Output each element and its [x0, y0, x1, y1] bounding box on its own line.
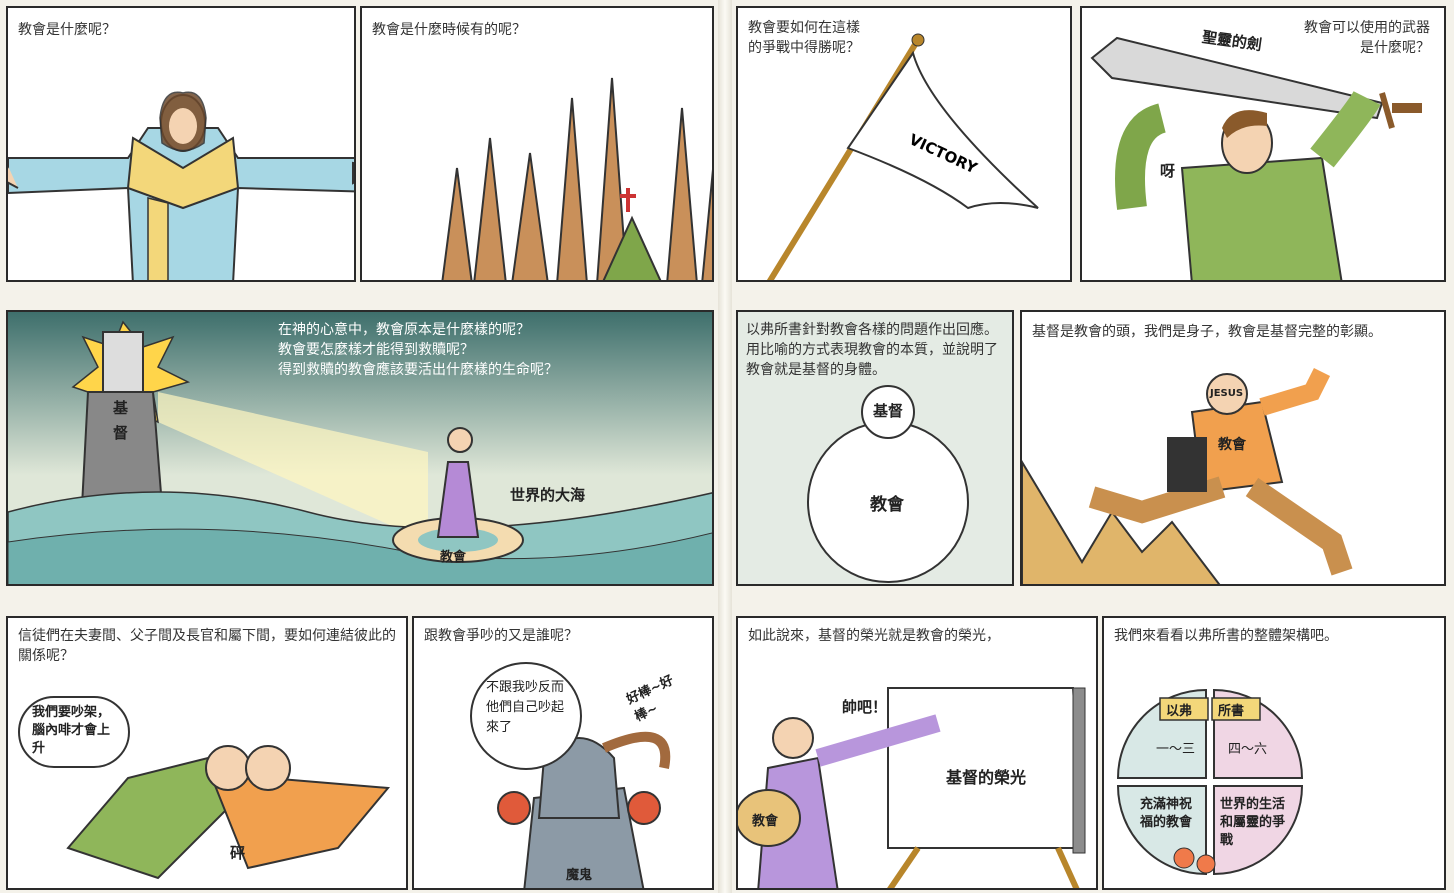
- speech-bubble: 我們要吵架，腦內啡才會上升: [18, 696, 130, 768]
- caption-line-2: 教會要怎麼樣才能得到救贖呢？: [278, 342, 474, 358]
- head-body-diagram: [807, 385, 969, 583]
- panel-3: 教會要如何在這樣的爭戰中得勝呢？ VICTORY: [736, 6, 1072, 282]
- jesus-statue-illustration: [8, 91, 354, 280]
- sfx-text: 砰: [230, 844, 246, 862]
- panel-6-caption: 以弗所書針對教會各樣的問題作出回應。用比喻的方式表現教會的本質，並說明了教會就是…: [746, 322, 998, 378]
- painter-illustration: [738, 687, 1086, 888]
- body-label-7: 教會: [1218, 437, 1246, 453]
- quadrant-2-label: 四～六: [1228, 742, 1268, 757]
- caption-line-3: 得到救贖的教會應該要活出什麼樣的生命呢？: [278, 362, 558, 378]
- panel-8: 信徒們在夫妻間、父子間及長官和屬下間，要如何連結彼此的關係呢？ 我們要吵架，腦內…: [6, 616, 408, 890]
- panel-10: 如此說來，基督的榮光就是教會的榮光， 帥吧！ 基督的榮光 教會: [736, 616, 1098, 890]
- palette-label: 教會: [752, 814, 779, 829]
- quadrant-4-label: 世界的生活和屬靈的爭戰: [1220, 797, 1286, 848]
- panel-11-caption: 我們來看看以弗所書的整體架構吧。: [1114, 628, 1338, 644]
- devil-speech-bubble: 不跟我吵反而他們自己吵起來了: [470, 662, 582, 770]
- shout-text: 呀: [1160, 162, 1176, 180]
- head-label: 基督: [873, 402, 904, 420]
- ring-label: 教會: [440, 550, 467, 565]
- book-gutter: [718, 0, 732, 893]
- book-left-label: 以弗: [1166, 704, 1193, 719]
- quadrant-3-label: 充滿神祝福的教會: [1140, 797, 1193, 830]
- panel-8-caption: 信徒們在夫妻間、父子間及長官和屬下間，要如何連結彼此的關係呢？: [18, 628, 396, 664]
- sea-label: 世界的大海: [510, 486, 586, 504]
- panel-9-caption: 跟教會爭吵的又是誰呢？: [424, 628, 578, 644]
- ephesians-structure-diagram: [1116, 688, 1304, 876]
- devil-label: 魔鬼: [566, 868, 593, 883]
- panel-10-caption: 如此說來，基督的榮光就是教會的榮光，: [748, 628, 1000, 644]
- quadrant-1-label: 一～三: [1156, 742, 1196, 757]
- lighthouse-sea-illustration: [8, 320, 712, 584]
- cathedral-spires-illustration: [441, 77, 712, 280]
- caption-line-1: 在神的心意中，教會原本是什麼樣的呢？: [278, 322, 530, 338]
- panel-2: 教會是什麼時候有的呢？: [360, 6, 714, 282]
- running-body-illustration: [1022, 367, 1353, 584]
- panel-9: 跟教會爭吵的又是誰呢？ 不跟我吵反而他們自己吵起來了 好棒~好棒~ 魔鬼: [412, 616, 714, 890]
- speech-bubble-text: 我們要吵架，腦內啡才會上升: [32, 705, 111, 756]
- panel-4-caption: 教會可以使用的武器是什麼呢？: [1304, 20, 1430, 56]
- book-right-label: 所書: [1218, 704, 1245, 719]
- shout-text-10: 帥吧！: [842, 698, 888, 716]
- panel-2-caption: 教會是什麼時候有的呢？: [372, 22, 526, 38]
- canvas-label: 基督的榮光: [946, 768, 1027, 787]
- devil-speech-text: 不跟我吵反而他們自己吵起來了: [486, 680, 565, 735]
- panel-3-caption: 教會要如何在這樣的爭戰中得勝呢？: [748, 20, 860, 56]
- panel-5-caption: 在神的心意中，教會原本是什麼樣的呢？ 教會要怎麼樣才能得到救贖呢？ 得到救贖的教…: [278, 320, 558, 380]
- panel-4: 教會可以使用的武器是什麼呢？ 聖靈的劍 呀: [1080, 6, 1446, 282]
- panel-11: 我們來看看以弗所書的整體架構吧。 以弗 所書 一～三 四～六 充滿神祝福的教會 …: [1102, 616, 1446, 890]
- victory-flag-illustration: VICTORY: [766, 33, 1039, 280]
- panel-5: 在神的心意中，教會原本是什麼樣的呢？ 教會要怎麼樣才能得到救贖呢？ 得到救贖的教…: [6, 310, 714, 586]
- body-label: 教會: [870, 495, 904, 515]
- quarrel-illustration: [66, 745, 390, 880]
- panel-1-caption: 教會是什麼呢？: [18, 22, 116, 38]
- lighthouse-label: 基督: [111, 400, 129, 450]
- panel-7: 基督是教會的頭，我們是身子，教會是基督完整的彰顯。 JESUS 教會: [1020, 310, 1446, 586]
- man-with-sword-illustration: [1090, 36, 1422, 280]
- panel-7-caption: 基督是教會的頭，我們是身子，教會是基督完整的彰顯。: [1032, 324, 1382, 340]
- panel-1: 教會是什麼呢？: [6, 6, 356, 282]
- panel-6: 以弗所書針對教會各樣的問題作出回應。用比喻的方式表現教會的本質，並說明了教會就是…: [736, 310, 1014, 586]
- jesus-head-label: JESUS: [1210, 388, 1244, 399]
